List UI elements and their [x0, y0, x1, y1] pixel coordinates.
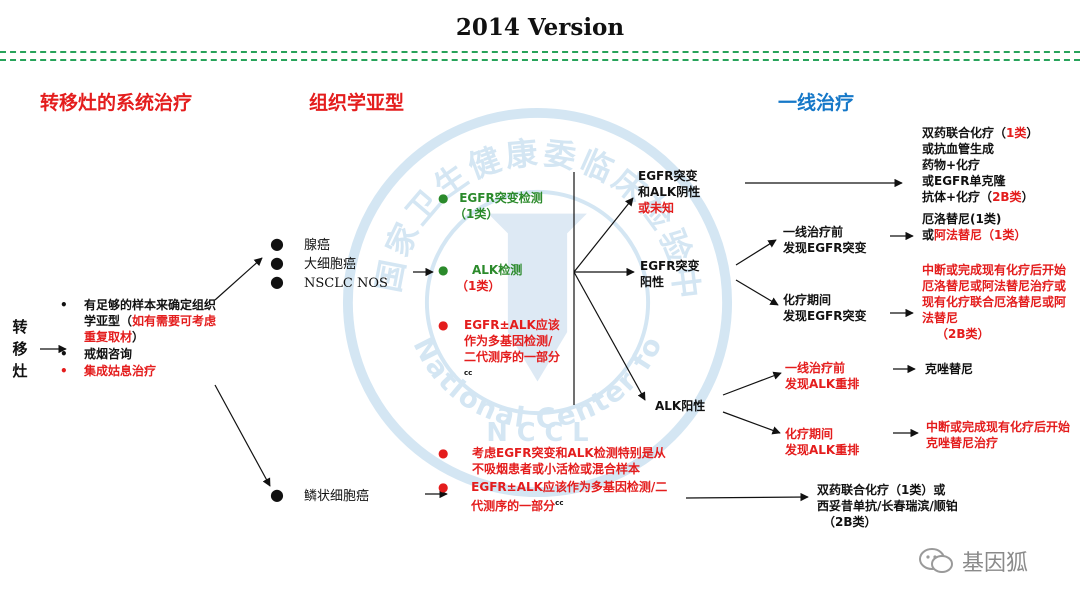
bullet-sample: 有足够的样本来确定组织学亚型（如有需要可考虑重复取材） [84, 298, 217, 344]
chat-bubble-icon [919, 548, 953, 573]
histology-list: ●腺癌 ●大细胞癌 ●NSCLC NOS [270, 236, 420, 293]
result-negative: EGFR突变 和ALK阴性 或未知 [638, 169, 701, 215]
list-item: • 有足够的样本来确定组织学亚型（如有需要可考虑重复取材） [60, 297, 225, 345]
watermark-nccl: N C C L [486, 418, 588, 448]
bullet-palliative: 集成姑息治疗 [84, 364, 157, 378]
brand-logo: 基因狐 [918, 545, 1028, 577]
bullet-sample-note: 如有需要可考虑重复取材 [84, 314, 217, 344]
list-item: • 戒烟咨询 [60, 346, 225, 362]
histology-squamous: 鳞状细胞癌 [304, 489, 370, 504]
header-histology: 组织学亚型 [309, 92, 405, 114]
sq-test-notes: ● 考虑EGFR突变和ALK检测特别是从不吸烟患者或小活检或混合样本 ● EGF… [438, 445, 678, 514]
arrow-to-egfr-during [735, 279, 779, 306]
test-egfr-class: （1类） [454, 207, 499, 221]
header-first-line: 一线治疗 [778, 92, 855, 114]
arrow-to-sq-tx [685, 492, 809, 502]
list-item: ●NSCLC NOS [270, 272, 388, 292]
test-multigene-group: ● EGFR±ALK应该作为多基因检测/二代测序的一部分cc [438, 317, 568, 384]
list-item: ●大细胞癌 [270, 253, 357, 273]
arrow-to-squamous [214, 384, 271, 487]
result-alk-positive: ALK阳性 [655, 399, 706, 413]
arrow-to-alk-during [722, 411, 781, 435]
branch-egfr-first-line: 一线治疗前 发现EGFR突变 [783, 225, 867, 255]
side-char-3: 灶 [12, 362, 28, 380]
title-separator-bottom [0, 59, 1080, 61]
tx-negative: 双药联合化疗（1类） 或抗血管生成 药物+化疗 或EGFR单克隆 抗体+化疗（2… [922, 126, 1039, 204]
watermark-seal: 国家卫生健康委临床检验中心 National Center for Clinic… [340, 105, 733, 498]
tx-alk-first-line: 克唑替尼 [925, 362, 974, 376]
result-egfr-positive: EGFR突变 阳性 [640, 259, 700, 289]
arrow-to-adeno [214, 257, 263, 301]
list-item: ●腺癌 [270, 234, 331, 254]
test-multigene: EGFR±ALK应该作为多基因检测/二代测序的一部分cc [464, 318, 561, 377]
metastasis-label: 转 移 灶 [10, 316, 30, 382]
bullet-marker: • [60, 347, 68, 361]
tx-egfr-first-line: 厄洛替尼(1类) 或阿法替尼（1类） [922, 212, 1027, 242]
list-item: • 集成姑息治疗 [60, 363, 225, 379]
test-egfr: EGFR突变检测 [459, 191, 543, 205]
side-char-2: 移 [12, 340, 28, 358]
header-systemic-therapy: 转移灶的系统治疗 [40, 92, 193, 114]
branch-alk-first-line: 一线治疗前 发现ALK重排 [785, 361, 860, 391]
title-separator-top [0, 51, 1080, 53]
bullet-smoking: 戒烟咨询 [84, 347, 133, 361]
tx-alk-during-chemo: 中断或完成现有化疗后开始克唑替尼治疗 [926, 420, 1071, 450]
tx-egfr-during-chemo: 中断或完成现有化疗后开始厄洛替尼或阿法替尼治疗或现有化疗联合厄洛替尼或阿法替尼 … [922, 263, 1067, 341]
histology-squamous-row: ●鳞状细胞癌 [270, 485, 370, 505]
test-egfr-group: ●EGFR突变检测 （1类） [438, 190, 548, 222]
histology-large-cell: 大细胞癌 [304, 257, 357, 272]
sq-test-note-1: 考虑EGFR突变和ALK检测特别是从不吸烟患者或小活检或混合样本 [472, 446, 666, 476]
test-alk-class: （1类） [456, 279, 501, 293]
left-bullets: • 有足够的样本来确定组织学亚型（如有需要可考虑重复取材） • 戒烟咨询 • 集… [60, 297, 225, 379]
bullet-marker: • [60, 298, 68, 312]
bullet-marker: • [60, 364, 68, 378]
test-alk: ALK检测 [472, 263, 523, 277]
branch-egfr-during-chemo: 化疗期间 发现EGFR突变 [783, 293, 867, 323]
arrow-to-negative [573, 197, 634, 273]
branch-alk-during-chemo: 化疗期间 发现ALK重排 [785, 427, 860, 457]
tx-squamous: 双药联合化疗（1类）或 西妥昔单抗/长春瑞滨/顺铂 （2B类） [817, 483, 958, 529]
brand-name: 基因狐 [962, 551, 1029, 576]
arrow-to-alk-pos [573, 271, 646, 401]
arrow-to-egfr-first [735, 239, 777, 266]
histology-nos: NSCLC NOS [304, 276, 388, 291]
arrow-to-alk-first [722, 371, 782, 396]
side-char-1: 转 [12, 318, 28, 336]
page-title: 2014 Version [455, 14, 625, 41]
histology-adeno: 腺癌 [304, 238, 331, 253]
sq-test-note-2: EGFR±ALK应该作为多基因检测/二代测序的一部分cc [471, 480, 668, 513]
test-alk-group: ●ALK检测 （1类） [438, 262, 558, 294]
